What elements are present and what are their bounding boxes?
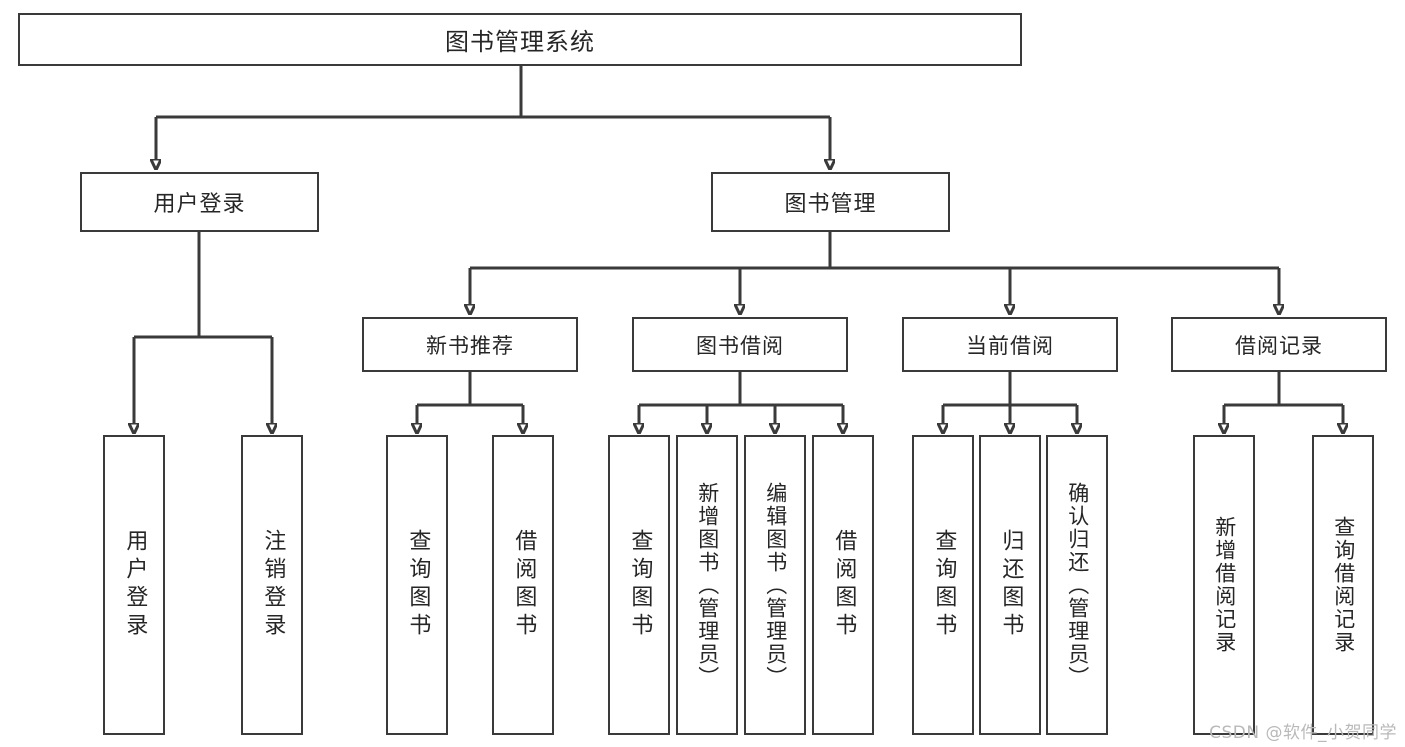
node-borrow-record[interactable]: 借阅记录 xyxy=(1171,317,1387,372)
leaf-label: 查询图书 xyxy=(931,529,957,641)
node-book-management[interactable]: 图书管理 xyxy=(711,172,950,232)
node-label: 借阅记录 xyxy=(1235,333,1323,358)
watermark-text: CSDN @软件_小贺同学 xyxy=(1209,723,1397,743)
leaf-label: 注销登录 xyxy=(260,529,286,641)
leaf-label: 查询借阅记录 xyxy=(1331,516,1356,654)
node-root-book-management-system[interactable]: 图书管理系统 xyxy=(18,13,1022,66)
leaf-book-borrow-query[interactable]: 查询图书 xyxy=(608,435,670,735)
leaf-borrow-record-query[interactable]: 查询借阅记录 xyxy=(1312,435,1374,735)
node-label: 图书管理 xyxy=(784,192,877,217)
leaf-label: 查询图书 xyxy=(627,529,653,641)
leaf-book-borrow-borrow[interactable]: 借阅图书 xyxy=(812,435,874,735)
leaf-current-borrow-confirm-return[interactable]: 确认归还（管理员） xyxy=(1046,435,1108,735)
leaf-label: 用户登录 xyxy=(122,529,148,641)
leaf-user-login-login[interactable]: 用户登录 xyxy=(103,435,165,735)
leaf-book-borrow-edit[interactable]: 编辑图书（管理员） xyxy=(744,435,806,735)
leaf-label: 借阅图书 xyxy=(511,529,537,641)
node-label: 图书借阅 xyxy=(696,333,784,358)
leaf-book-borrow-add[interactable]: 新增图书（管理员） xyxy=(676,435,738,735)
leaf-label: 查询图书 xyxy=(405,529,431,641)
node-current-borrow[interactable]: 当前借阅 xyxy=(902,317,1118,372)
node-new-book-recommend[interactable]: 新书推荐 xyxy=(362,317,578,372)
leaf-label: 新增图书（管理员） xyxy=(695,481,720,689)
leaf-new-book-borrow[interactable]: 借阅图书 xyxy=(492,435,554,735)
leaf-label: 确认归还（管理员） xyxy=(1065,481,1090,689)
leaf-label: 借阅图书 xyxy=(831,529,857,641)
leaf-label: 归还图书 xyxy=(998,529,1024,641)
leaf-new-book-query[interactable]: 查询图书 xyxy=(386,435,448,735)
node-book-borrow[interactable]: 图书借阅 xyxy=(632,317,848,372)
leaf-borrow-record-add[interactable]: 新增借阅记录 xyxy=(1193,435,1255,735)
leaf-user-login-logout[interactable]: 注销登录 xyxy=(241,435,303,735)
node-user-login[interactable]: 用户登录 xyxy=(80,172,319,232)
leaf-label: 新增借阅记录 xyxy=(1212,516,1237,654)
node-label: 当前借阅 xyxy=(966,333,1054,358)
leaf-current-borrow-query[interactable]: 查询图书 xyxy=(912,435,974,735)
node-label: 图书管理系统 xyxy=(445,28,595,56)
node-label: 用户登录 xyxy=(153,192,246,217)
leaf-current-borrow-return[interactable]: 归还图书 xyxy=(979,435,1041,735)
node-label: 新书推荐 xyxy=(426,333,514,358)
leaf-label: 编辑图书（管理员） xyxy=(763,481,788,689)
